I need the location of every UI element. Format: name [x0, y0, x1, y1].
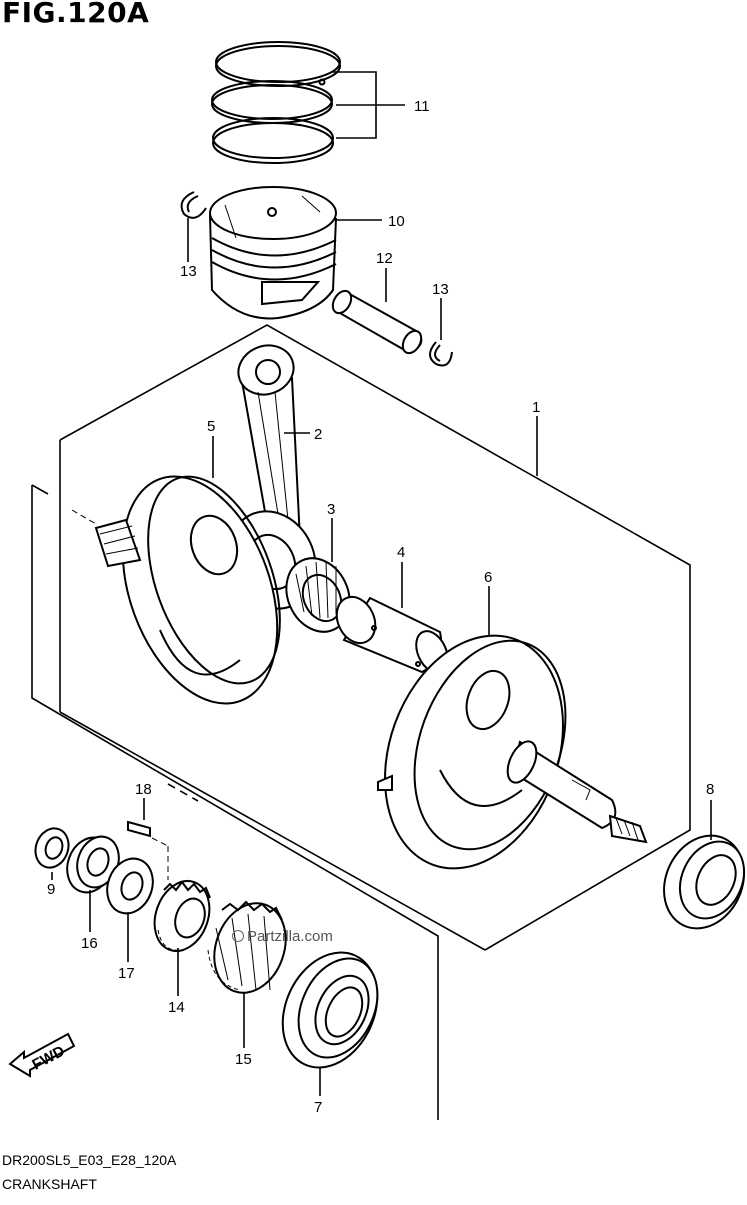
piston: [209, 186, 337, 320]
callout-2: 2: [314, 426, 322, 443]
spacer: [66, 835, 120, 894]
callout-18: 18: [135, 781, 152, 798]
diagram-code: DR200SL5_E03_E28_120A: [2, 1152, 177, 1168]
oil-seal: [34, 827, 70, 869]
callout-15: 15: [235, 1051, 252, 1068]
watermark-logo-icon: [232, 930, 244, 942]
crankpin-bearing: [285, 557, 351, 633]
callout-1: 1: [532, 399, 540, 416]
callout-17: 17: [118, 965, 135, 982]
callout-13-right: 13: [432, 281, 449, 298]
callout-labels: 11 10 13 12 13 1 5 2 3 4 6 8 18 9 16 17 …: [47, 98, 714, 1116]
callout-14: 14: [168, 999, 185, 1016]
callout-7: 7: [314, 1099, 322, 1116]
balancer-gear: [207, 900, 287, 994]
crank-pin: [335, 595, 449, 674]
callout-12: 12: [376, 250, 393, 267]
callout-13-left: 13: [180, 263, 197, 280]
diagram-caption: CRANKSHAFT: [2, 1176, 97, 1192]
callout-3: 3: [327, 501, 335, 518]
key: [127, 820, 169, 880]
assembly-frame: [31, 324, 691, 1120]
circlips: [180, 191, 453, 367]
piston-pin: [331, 289, 423, 355]
watermark-text: Partzilla.com: [247, 928, 333, 945]
callout-6: 6: [484, 569, 492, 586]
right-bearing: [663, 834, 746, 930]
left-bearing: [281, 951, 379, 1069]
callout-9: 9: [47, 881, 55, 898]
callout-10: 10: [388, 213, 405, 230]
fwd-arrow-icon: FWD: [8, 1032, 76, 1078]
callout-11: 11: [414, 98, 430, 115]
piston-rings: [211, 41, 341, 164]
callout-4: 4: [397, 544, 405, 561]
washer: [106, 857, 154, 915]
watermark: Partzilla.com: [232, 928, 333, 945]
callout-5: 5: [207, 418, 215, 435]
callout-8: 8: [706, 781, 714, 798]
figure-title: FIG.120A: [2, 0, 150, 29]
leader-lines: [51, 71, 712, 1096]
callout-16: 16: [81, 935, 98, 952]
right-crank-web: [377, 634, 648, 870]
primary-gear: [153, 880, 211, 952]
left-crank-web: [71, 475, 281, 705]
